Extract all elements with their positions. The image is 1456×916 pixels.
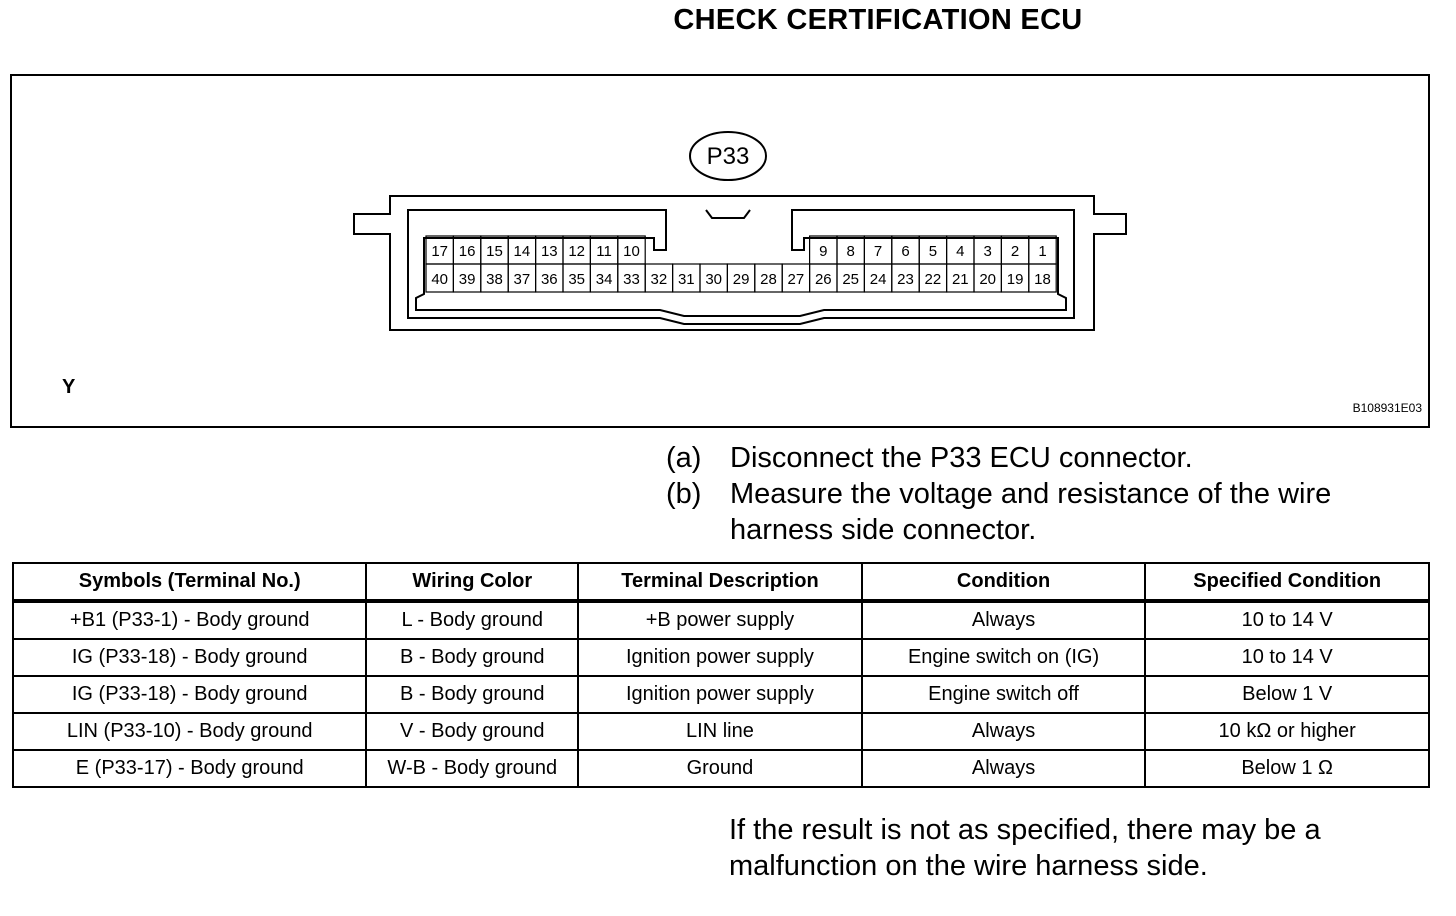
specification-table: Symbols (Terminal No.) Wiring Color Term… [11,562,1430,788]
page-title: CHECK CERTIFICATION ECU [673,4,1083,36]
table-header: Terminal Description [577,562,863,603]
table-cell: Engine switch off [860,675,1147,714]
table-cell: 10 kΩ or higher [1144,712,1430,751]
table-header-row: Symbols (Terminal No.) Wiring Color Term… [11,562,1430,603]
table-cell: IG (P33-18) - Body ground [11,638,368,677]
table-cell: Always [860,749,1147,788]
pin-label: 7 [874,243,882,260]
pin-label: 2 [1011,243,1019,260]
pin-label: 17 [431,243,448,260]
pin-label: 27 [788,271,805,288]
table-cell: Engine switch on (IG) [860,638,1147,677]
table-cell: LIN line [577,712,863,751]
table-cell: Below 1 Ω [1144,749,1430,788]
table-header: Wiring Color [365,562,580,603]
figure-code: B108931E03 [1352,401,1422,415]
pin-label: 21 [952,271,969,288]
pin-label: 35 [568,271,585,288]
pin-label: 32 [651,271,668,288]
table-header: Specified Condition [1144,562,1430,603]
pin-label: 16 [459,243,476,260]
pin-label: 37 [514,271,531,288]
table-row: E (P33-17) - Body ground W-B - Body grou… [11,749,1430,788]
pin-label: 14 [514,243,531,260]
pin-label: 33 [623,271,640,288]
step-a: (a) Disconnect the P33 ECU connector. [666,440,1426,476]
pin-label: 4 [956,243,964,260]
pin-label: 5 [929,243,937,260]
table-cell: W-B - Body ground [365,749,580,788]
pin-label: 28 [760,271,777,288]
table-cell: +B power supply [577,600,863,640]
procedure-steps: (a) Disconnect the P33 ECU connector. (b… [666,440,1426,548]
table-cell: L - Body ground [365,600,580,640]
connector-housing [353,195,1127,331]
table-cell: Ignition power supply [577,638,863,677]
table-cell: V - Body ground [365,712,580,751]
pin-label: 6 [901,243,909,260]
table-row: IG (P33-18) - Body ground B - Body groun… [11,638,1430,677]
connector-label-ellipse [689,131,767,181]
pin-label: 24 [870,271,887,288]
table-row: IG (P33-18) - Body ground B - Body groun… [11,675,1430,714]
table-cell: 10 to 14 V [1144,600,1430,640]
pin-label: 29 [733,271,750,288]
pin-label: 26 [815,271,832,288]
table-cell: Always [860,712,1147,751]
step-text: Disconnect the P33 ECU connector. [730,442,1193,474]
pin-label: 36 [541,271,558,288]
pin-label: 8 [847,243,855,260]
pin-label: 12 [568,243,585,260]
table-cell: +B1 (P33-1) - Body ground [11,600,368,640]
pin-label: 15 [486,243,503,260]
table-cell: Always [860,600,1147,640]
table-row: LIN (P33-10) - Body ground V - Body grou… [11,712,1430,751]
pin-label: 39 [459,271,476,288]
table-header: Condition [860,562,1147,603]
pin-label: 38 [486,271,503,288]
pin-label: 22 [925,271,942,288]
pin-label: 18 [1034,271,1051,288]
connector-key [705,209,751,219]
figure-corner-label: Y [62,376,76,398]
pin-label: 31 [678,271,695,288]
table-cell: Ground [577,749,863,788]
pin-label: 3 [984,243,992,260]
pin-label: 40 [431,271,448,288]
table-cell: B - Body ground [365,675,580,714]
pin-label: 1 [1038,243,1046,260]
pin-label: 34 [596,271,613,288]
table-row: +B1 (P33-1) - Body ground L - Body groun… [11,600,1430,640]
step-label: (b) [666,478,702,510]
step-b: (b) Measure the voltage and resistance o… [666,476,1426,548]
table-cell: Below 1 V [1144,675,1430,714]
table-cell: E (P33-17) - Body ground [11,749,368,788]
table-cell: IG (P33-18) - Body ground [11,675,368,714]
table-cell: LIN (P33-10) - Body ground [11,712,368,751]
pin-cell [1028,263,1057,293]
pin-label: 19 [1007,271,1024,288]
table-cell: Ignition power supply [577,675,863,714]
pin-label: 9 [819,243,827,260]
step-text: Measure the voltage and resistance of th… [730,478,1332,546]
pin-label: 20 [979,271,996,288]
pin-label: 25 [842,271,859,288]
pin-label: 30 [705,271,722,288]
pin-label: 13 [541,243,558,260]
table-cell: B - Body ground [365,638,580,677]
step-label: (a) [666,442,702,474]
pin-label: 23 [897,271,914,288]
pin-label: 10 [623,243,640,260]
table-header: Symbols (Terminal No.) [11,562,368,603]
result-note: If the result is not as specified, there… [729,814,1321,882]
connector-label: P33 [707,143,750,170]
connector-inner-outline [407,209,1075,325]
table-cell: 10 to 14 V [1144,638,1430,677]
pin-label: 11 [596,243,612,260]
